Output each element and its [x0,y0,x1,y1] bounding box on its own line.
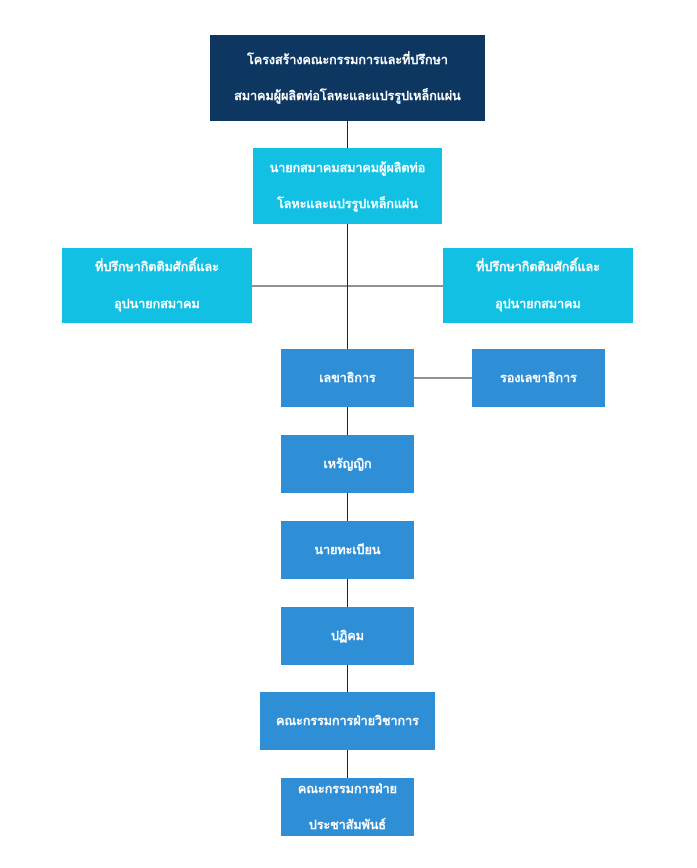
root-title-box: โครงสร้างคณะกรรมการและที่ปรึกษา สมาคมผู้… [210,35,485,121]
root-title-line1: โครงสร้างคณะกรรมการและที่ปรึกษา [247,51,448,67]
academic-committee-label: คณะกรรมการฝ่ายวิชาการ [276,712,419,728]
advisor-left-line2: อุปนายกสมาคม [114,295,200,311]
advisor-right-line2: อุปนายกสมาคม [495,295,581,311]
president-line2: โลหะและแปรรูปเหล็กแผ่น [277,196,418,212]
secretary-box: เลขาธิการ [281,349,414,407]
root-title-line2: สมาคมผู้ผลิตท่อโลหะและแปรรูปเหล็กแผ่น [234,88,461,104]
vice-secretary-label: รองเลขาธิการ [500,369,577,385]
academic-committee-box: คณะกรรมการฝ่ายวิชาการ [260,692,435,750]
reception-label: ปฏิคม [331,627,364,643]
president-line1: นายกสมาคมสมาคมผู้ผลิตท่อ [269,159,426,175]
reception-box: ปฏิคม [281,607,414,665]
registrar-box: นายทะเบียน [281,521,414,579]
treasurer-label: เหรัญญิก [323,455,372,471]
advisor-right-line1: ที่ปรึกษากิตติมศักดิ์และ [476,259,600,275]
advisor-left-box: ที่ปรึกษากิตติมศักดิ์และ อุปนายกสมาคม [62,248,252,323]
registrar-label: นายทะเบียน [314,541,381,557]
president-box: นายกสมาคมสมาคมผู้ผลิตท่อ โลหะและแปรรูปเห… [253,148,442,224]
pr-committee-line1: คณะกรรมการฝ่าย [298,780,397,796]
secretary-label: เลขาธิการ [319,369,376,385]
advisor-right-box: ที่ปรึกษากิตติมศักดิ์และ อุปนายกสมาคม [443,248,633,323]
vice-secretary-box: รองเลขาธิการ [472,349,605,407]
pr-committee-box: คณะกรรมการฝ่าย ประชาสัมพันธ์ [281,778,414,836]
advisor-left-line1: ที่ปรึกษากิตติมศักดิ์และ [95,259,219,275]
pr-committee-line2: ประชาสัมพันธ์ [308,817,387,833]
treasurer-box: เหรัญญิก [281,435,414,493]
